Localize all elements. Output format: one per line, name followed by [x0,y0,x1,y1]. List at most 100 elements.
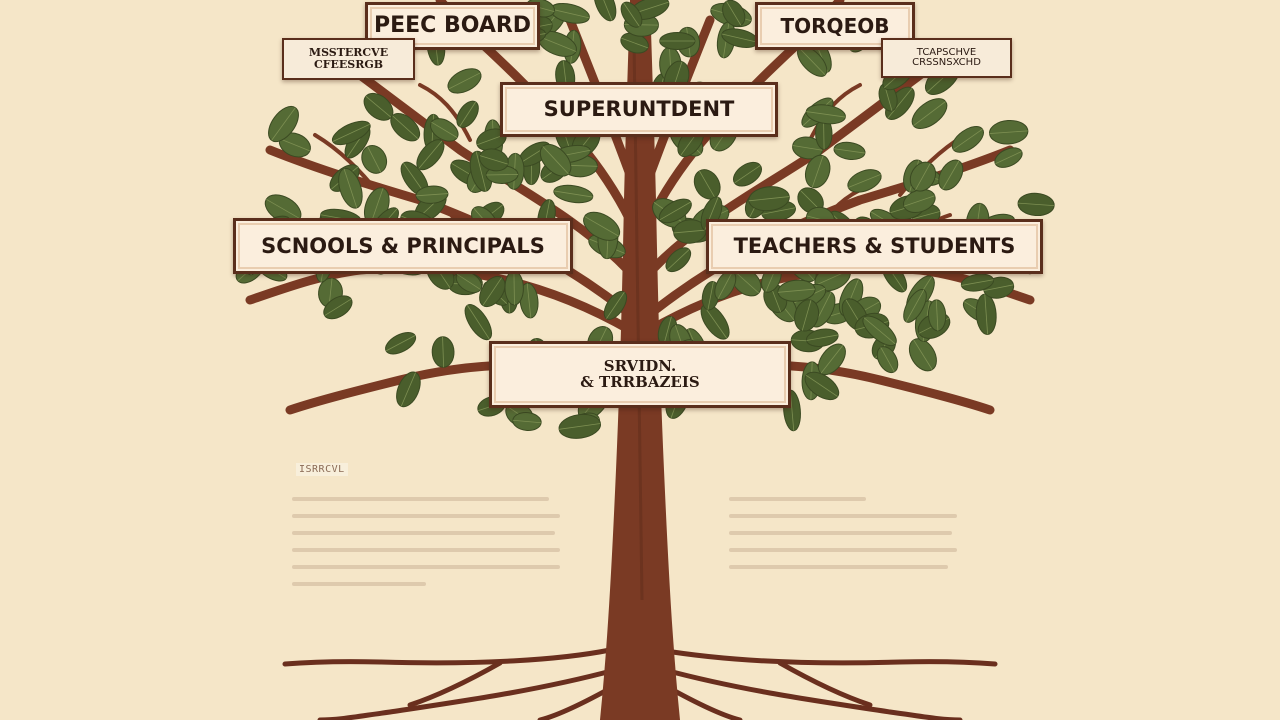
leaf [862,315,897,347]
notes-left-text [292,497,560,599]
leaf [1017,192,1055,217]
leaf [504,270,524,306]
leaf-vein [733,270,760,294]
leaf-vein [542,146,569,175]
notes-left-line [292,582,426,586]
leaf [659,32,696,50]
leaf-vein [798,47,826,76]
notes-right-line [729,531,953,535]
branch [335,55,633,275]
leaf-vein [989,130,1028,134]
leaf [902,188,936,214]
leaf [268,105,299,143]
leaf [903,289,927,323]
root [317,667,618,720]
leaf [722,0,746,27]
leaf [620,32,649,54]
node-schools-label: SCNOOLS & PRINCIPALS [261,233,545,258]
leaf-vein [416,193,448,197]
leaf [415,185,449,204]
leaf-vein [913,101,946,127]
leaf-vein [806,334,839,341]
leaf [385,331,417,355]
root [407,660,503,708]
leaf-vein [961,279,994,286]
leaf [430,118,459,142]
leaf [938,159,964,191]
leaf-vein [663,316,672,346]
leaf [804,154,831,189]
root [657,647,998,667]
leaf-vein [486,174,519,176]
leaf [390,113,421,142]
leaf-vein [479,155,508,165]
leaf-vein [726,1,742,26]
node-left-sub-line1: MSSTERCVE [308,46,389,60]
leaf-vein [324,298,352,316]
leaf [794,299,820,332]
leaf-vein [915,163,931,191]
leaf-vein [703,305,727,339]
leaf-vein [365,95,392,118]
leaf-vein [584,216,619,237]
leaf [876,346,899,374]
leaf-vein [905,289,925,323]
leaf [908,338,937,372]
leaf [583,211,621,241]
leaf-vein [806,111,846,118]
leaf [464,304,493,341]
leaf [361,144,388,174]
leaf-vein [699,170,716,199]
leaf [693,169,721,200]
notes-left-line [292,497,550,501]
leaf [416,139,445,171]
node-superintendent-label: SUPERUNTDENT [543,97,735,122]
leaf-vein [553,190,593,198]
leaf [927,299,947,332]
leaf-vein [935,299,939,331]
leaf [479,148,509,172]
leaf-vein [721,33,759,43]
node-left-sub-line2: CFEESRGB [313,58,384,71]
leaf [989,119,1029,145]
notes-left-heading: ISRRCVL [296,463,348,476]
leaf-vein [482,277,503,306]
node-teachers-label: TEACHERS & STUDENTS [733,234,1016,259]
leaf-vein [667,249,690,271]
leaf-vein [953,128,983,150]
leaf-vein [559,423,601,430]
leaf [714,270,737,301]
leaf-vein [777,288,816,293]
node-schools: SCNOOLS & PRINCIPALS [233,218,573,274]
node-right-sub-line2: CRSSNSXCHD [912,57,981,68]
leaf [323,295,353,320]
leaf-vein [550,8,590,19]
leaf-vein [913,339,933,370]
leaf-vein [266,198,301,220]
leaf-vein [801,300,812,331]
leaf [960,273,995,292]
leaf-vein [659,201,691,221]
notes-right-line [729,497,866,501]
notes-right-text [729,497,957,582]
node-board: PEEC BOARD [365,2,540,50]
leaf [537,30,577,57]
leaf-vein [995,151,1022,165]
node-bottom-line2: & TRRBAZEIS [580,372,700,391]
leaf-vein [538,35,577,52]
leaf-vein [734,165,761,184]
leaf-vein [863,317,896,345]
twig [313,133,382,197]
notes-right-line [729,514,957,518]
leaf-vein [442,336,445,368]
leaf-vein [448,72,481,90]
notes-right-line [729,565,948,569]
leaf [512,412,542,431]
leaf-vein [279,138,310,152]
leaf [975,293,997,335]
leaf [817,343,846,376]
node-board-label: PEEC BOARD [373,13,532,39]
leaf-vein [332,123,370,142]
leaf [847,169,882,193]
